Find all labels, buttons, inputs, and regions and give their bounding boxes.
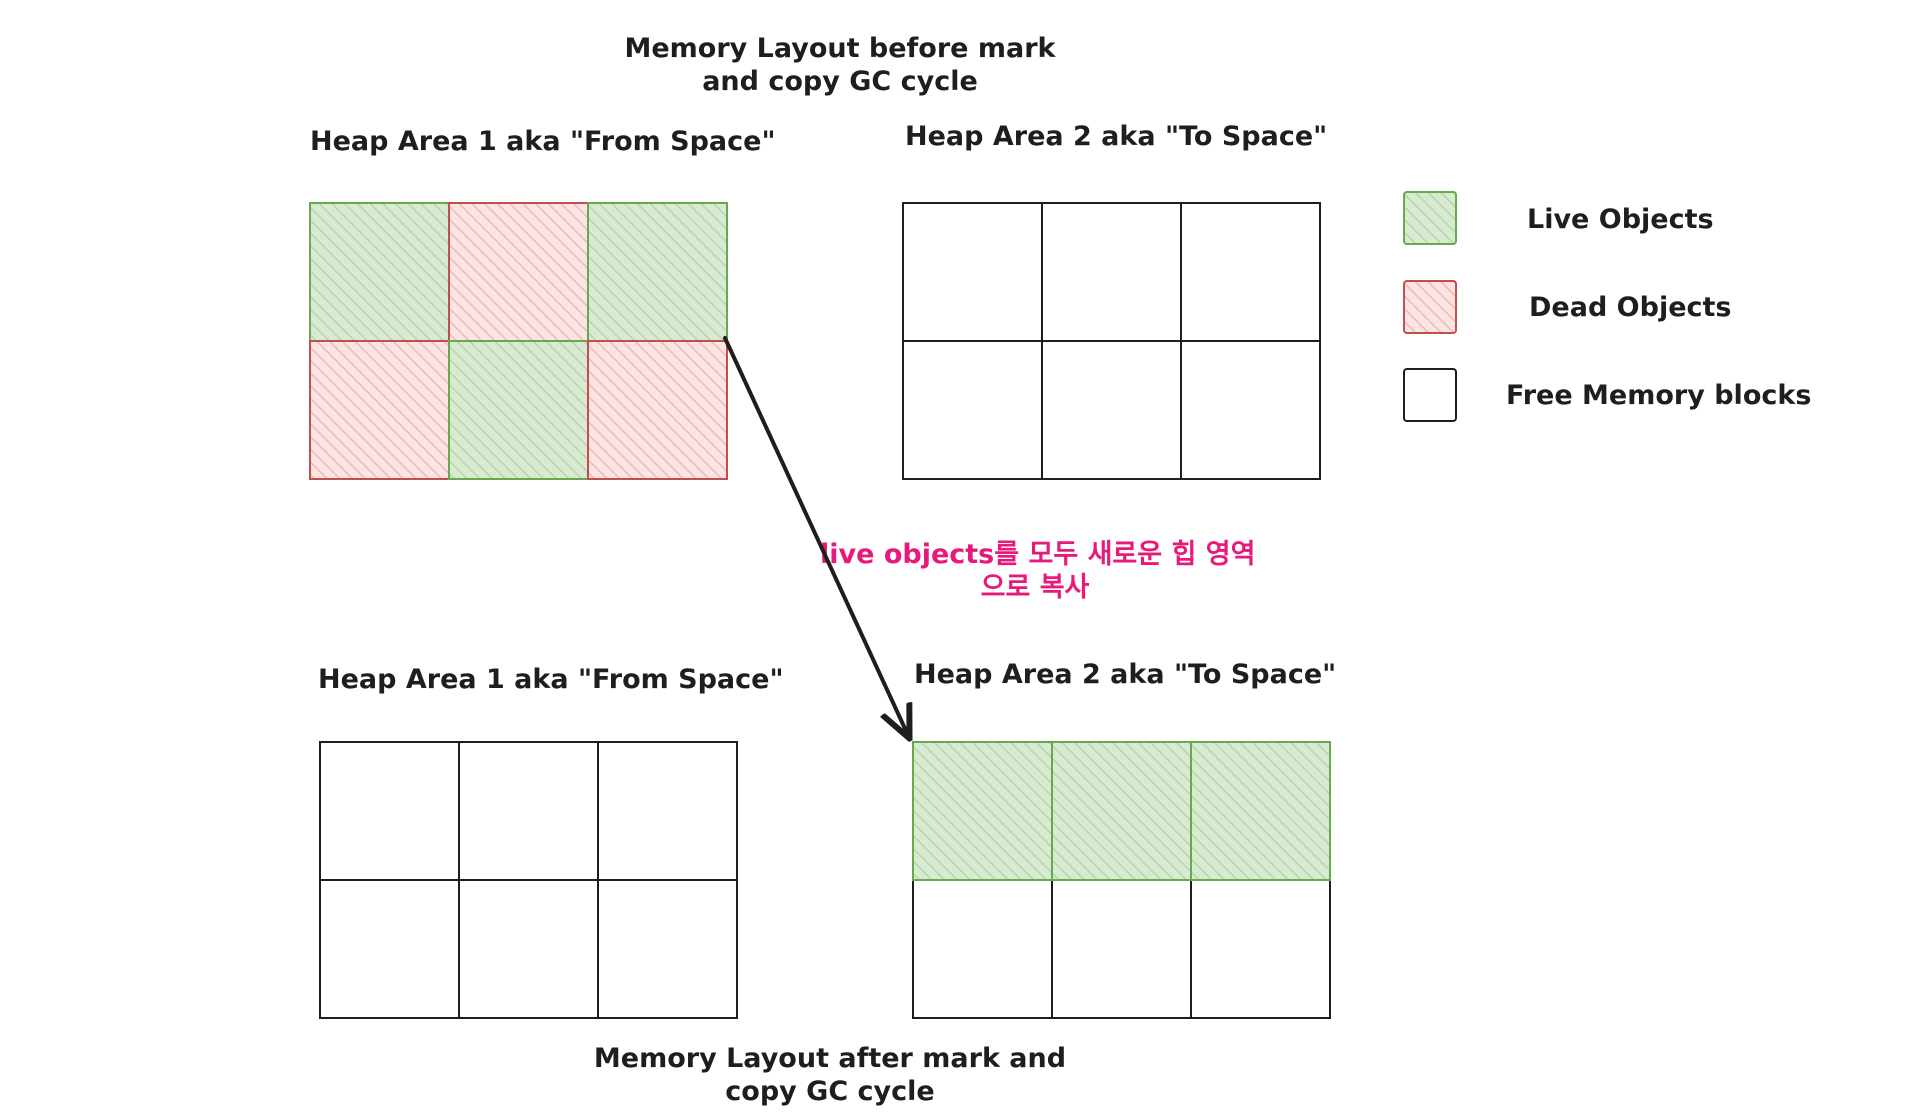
heap-grid-before-to	[902, 202, 1321, 480]
arrow-note-line-2: 으로 복사	[980, 572, 1090, 603]
live-object-cell	[309, 202, 450, 342]
dead-object-cell	[448, 202, 589, 342]
free-object-cell	[1180, 202, 1321, 342]
title-before-line-2: and copy GC cycle	[702, 66, 978, 97]
dead-object-cell	[587, 340, 728, 480]
free-object-cell	[1041, 202, 1182, 342]
free-object-cell	[458, 741, 599, 881]
legend-swatch-live	[1403, 191, 1457, 245]
heap-title-before-from: Heap Area 1 aka "From Space"	[310, 126, 776, 157]
legend-label-free: Free Memory blocks	[1506, 380, 1812, 411]
heap-title-after-from: Heap Area 1 aka "From Space"	[318, 664, 784, 695]
arrow-note: live objects를 모두 새로운 힙 영역 으로 복사	[820, 538, 1256, 604]
free-object-cell	[912, 879, 1053, 1019]
legend-swatch-free	[1403, 368, 1457, 422]
live-object-cell	[1051, 741, 1192, 881]
free-object-cell	[1051, 879, 1192, 1019]
title-after-line-2: copy GC cycle	[725, 1076, 935, 1107]
free-object-cell	[1041, 340, 1182, 480]
free-object-cell	[1190, 879, 1331, 1019]
free-object-cell	[902, 340, 1043, 480]
heap-grid-after-to	[912, 741, 1331, 1019]
legend-label-dead: Dead Objects	[1529, 292, 1732, 323]
free-object-cell	[319, 741, 460, 881]
arrow-note-line-1: live objects를 모두 새로운 힙 영역	[820, 539, 1256, 570]
live-object-cell	[1190, 741, 1331, 881]
heap-grids	[309, 202, 1331, 1019]
live-object-cell	[912, 741, 1053, 881]
heap-title-after-to: Heap Area 2 aka "To Space"	[914, 659, 1337, 690]
heap-grid-after-from	[319, 741, 738, 1019]
free-object-cell	[1180, 340, 1321, 480]
legend-boxes	[1403, 191, 1457, 422]
free-object-cell	[902, 202, 1043, 342]
title-before: Memory Layout before mark and copy GC cy…	[600, 32, 1080, 98]
heap-title-before-to: Heap Area 2 aka "To Space"	[905, 121, 1328, 152]
live-object-cell	[587, 202, 728, 342]
title-after-line-1: Memory Layout after mark and	[593, 1043, 1067, 1074]
free-object-cell	[319, 879, 460, 1019]
copy-arrow	[723, 336, 907, 733]
dead-object-cell	[309, 340, 450, 480]
title-before-line-1: Memory Layout before mark	[624, 33, 1056, 64]
free-object-cell	[597, 741, 738, 881]
heap-grid-before-from	[309, 202, 728, 480]
legend-label-live: Live Objects	[1527, 204, 1714, 235]
live-object-cell	[448, 340, 589, 480]
free-object-cell	[458, 879, 599, 1019]
legend-swatch-dead	[1403, 280, 1457, 334]
free-object-cell	[597, 879, 738, 1019]
title-after: Memory Layout after mark and copy GC cyc…	[590, 1042, 1070, 1108]
